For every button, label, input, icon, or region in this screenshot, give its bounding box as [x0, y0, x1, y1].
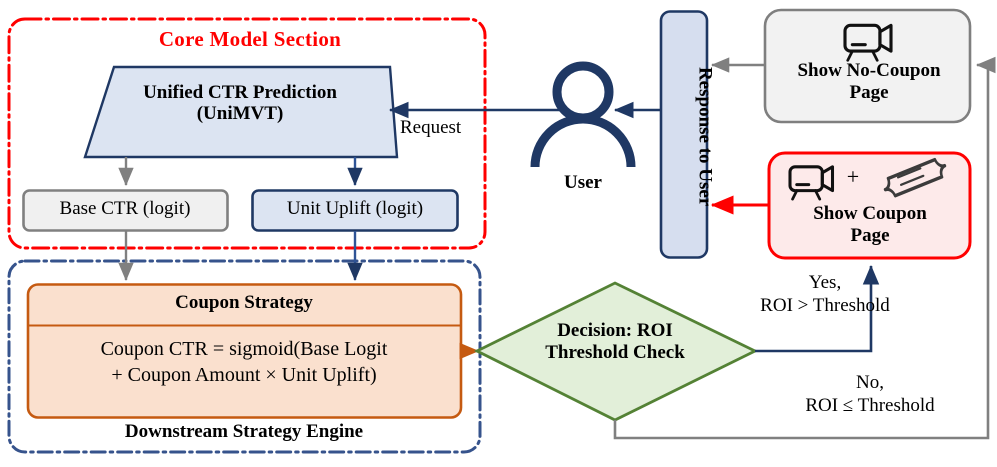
- unified-ctr-prediction-label: Unified CTR Prediction (UniMVT): [110, 82, 370, 125]
- formula-line1: Coupon CTR = sigmoid(Base Logit: [100, 338, 388, 360]
- coupon-strategy-formula: Coupon CTR = sigmoid(Base Logit + Coupon…: [34, 337, 454, 388]
- decision-line2: Threshold Check: [545, 342, 685, 364]
- formula-line2: + Coupon Amount × Unit Uplift): [111, 363, 377, 386]
- response-to-user-label: Response to User: [694, 66, 716, 207]
- request-edge-label: Request: [400, 117, 462, 138]
- no-coupon-line1: Show No-Coupon: [797, 60, 941, 81]
- no-line2: ROI ≤ Threshold: [805, 394, 935, 416]
- show-coupon-page-label: Show Coupon Page: [770, 203, 970, 247]
- unified-ctr-prediction-node[interactable]: [83, 65, 399, 159]
- unit-uplift-label: Unit Uplift (logit): [286, 198, 424, 219]
- no-line1: No,: [856, 372, 884, 393]
- yes-line1: Yes,: [808, 272, 842, 293]
- core-model-section-frame: [7, 17, 487, 250]
- projector-icon-coupon: [788, 165, 835, 201]
- edge-no-to-no-coupon-page: [613, 56, 996, 440]
- base-ctr-node[interactable]: [22, 189, 229, 232]
- yes-line2: ROI > Threshold: [760, 294, 890, 316]
- yes-branch-label: Yes, ROI > Threshold: [700, 272, 950, 318]
- downstream-section-frame: [7, 259, 482, 454]
- downstream-strategy-engine-title: Downstream Strategy Engine: [124, 421, 364, 442]
- edge-yes-to-coupon-page: [755, 264, 880, 353]
- user-label: User: [564, 172, 602, 193]
- response-to-user-node[interactable]: [659, 10, 709, 259]
- unified-ctr-line1: Unified CTR Prediction: [143, 82, 337, 103]
- show-no-coupon-page-label: Show No-Coupon Page: [766, 60, 972, 104]
- unit-uplift-node[interactable]: [251, 189, 459, 232]
- decision-line1: Decision: ROI: [557, 320, 673, 341]
- plus-icon: +: [846, 164, 860, 189]
- core-model-section-title: Core Model Section: [158, 27, 342, 51]
- no-coupon-line2: Page: [849, 82, 889, 104]
- coupon-page-line2: Page: [850, 225, 890, 247]
- projector-icon: [843, 23, 893, 62]
- unified-ctr-line2: (UniMVT): [196, 103, 284, 125]
- base-ctr-label: Base CTR (logit): [59, 198, 191, 219]
- coupon-strategy-header: Coupon Strategy: [175, 292, 313, 313]
- no-branch-label: No, ROI ≤ Threshold: [750, 372, 990, 418]
- ticket-icon: [883, 157, 947, 198]
- user-icon: [530, 61, 636, 168]
- coupon-page-line1: Show Coupon: [813, 203, 927, 224]
- decision-roi-label: Decision: ROI Threshold Check: [495, 320, 735, 365]
